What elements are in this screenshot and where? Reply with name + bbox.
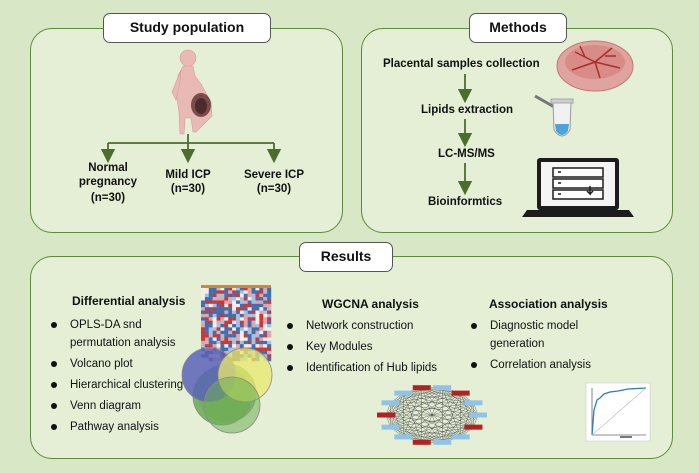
method-step-1: Placental samples collection <box>383 58 540 70</box>
results-panel <box>30 256 673 459</box>
wgcna-list: Network construction Key Modules Identif… <box>284 319 464 382</box>
group-mild-label: Mild ICP <box>165 169 211 181</box>
method-step-3: LC-MS/MS <box>438 148 495 160</box>
method-step-2: Lipids extraction <box>421 104 514 116</box>
list-item: Pathway analysis <box>48 420 208 434</box>
methods-title: Methods <box>469 13 567 43</box>
differential-heading: Differential analysis <box>72 294 186 308</box>
list-item: Hierarchical clustering <box>48 378 208 392</box>
group-severe-label: Severe ICP <box>243 169 305 181</box>
study-population-title: Study population <box>103 13 271 43</box>
list-item: Identification of Hub lipids <box>284 361 464 375</box>
list-item: Network construction <box>284 319 464 333</box>
list-item: Key Modules <box>284 340 464 354</box>
method-step-4: Bioinformtics <box>428 196 503 208</box>
association-list: Diagnostic model generation Correlation … <box>468 319 648 379</box>
list-item: Correlation analysis <box>468 358 648 372</box>
list-item: Venn diagram <box>48 399 208 413</box>
group-severe-n: (n=30) <box>256 183 292 195</box>
association-heading: Association analysis <box>489 297 608 311</box>
list-item: Diagnostic model <box>468 319 648 333</box>
list-item: Volcano plot <box>48 357 208 371</box>
group-normal-n: (n=30) <box>90 192 126 204</box>
group-mild-n: (n=30) <box>170 183 206 195</box>
list-item: generation <box>490 338 545 350</box>
wgcna-heading: WGCNA analysis <box>322 297 419 311</box>
group-normal-label: Normal pregnancy <box>78 162 138 188</box>
list-item: OPLS-DA snd <box>48 318 208 332</box>
differential-list: OPLS-DA snd permutation analysis Volcano… <box>48 318 208 441</box>
list-item: permutation analysis <box>70 337 176 349</box>
results-title: Results <box>299 242 393 272</box>
